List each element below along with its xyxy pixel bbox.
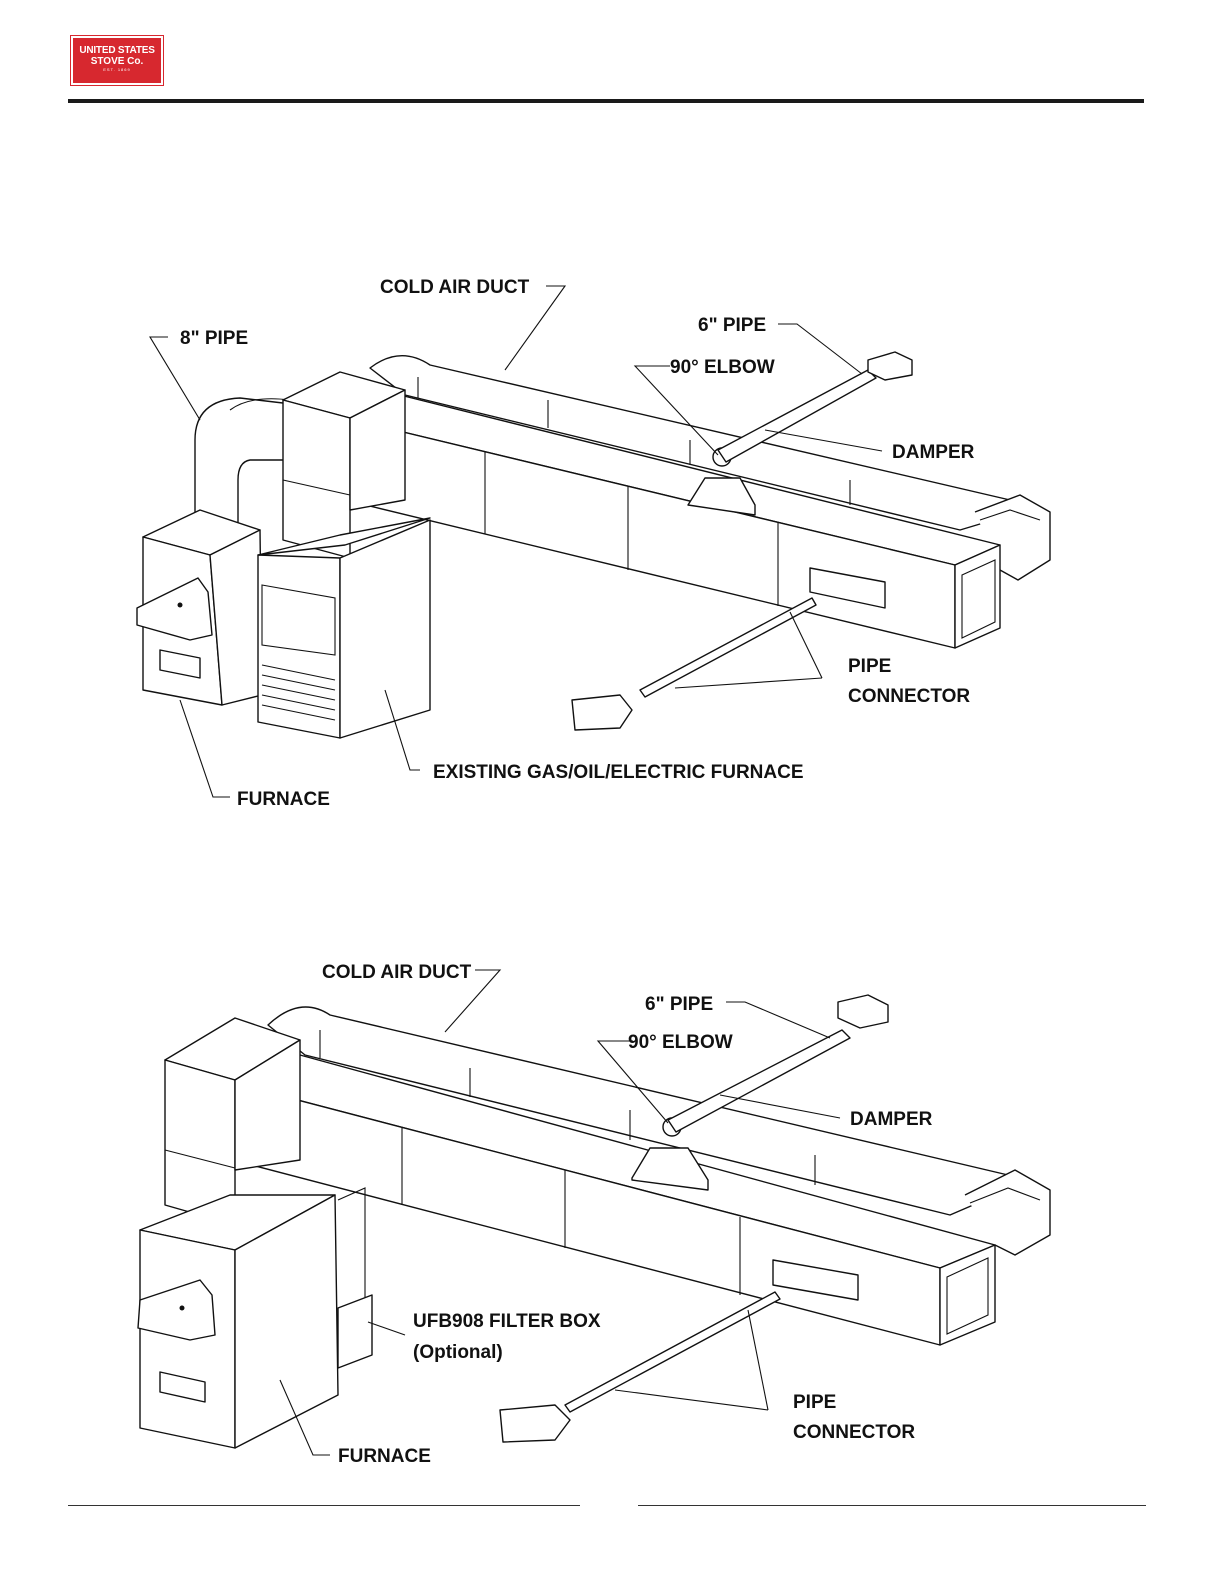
label-eight-inch-pipe: 8" PIPE bbox=[180, 328, 248, 349]
footer-rule-right bbox=[638, 1505, 1146, 1506]
label-furnace-1: FURNACE bbox=[237, 789, 330, 810]
label-damper-2: DAMPER bbox=[850, 1109, 933, 1130]
label-cold-air-duct-1: COLD AIR DUCT bbox=[380, 277, 530, 298]
plenum-2 bbox=[165, 1018, 300, 1225]
label-optional: (Optional) bbox=[413, 1342, 503, 1363]
label-elbow-1: 90° ELBOW bbox=[670, 357, 775, 378]
label-existing-furnace: EXISTING GAS/OIL/ELECTRIC FURNACE bbox=[433, 762, 804, 783]
label-six-inch-pipe-1: 6" PIPE bbox=[698, 315, 766, 336]
wood-furnace-1 bbox=[137, 510, 262, 705]
label-cold-air-duct-2: COLD AIR DUCT bbox=[322, 962, 472, 983]
bottom-branch-2 bbox=[500, 1260, 858, 1442]
label-elbow-2: 90° ELBOW bbox=[628, 1032, 733, 1053]
label-six-inch-pipe-2: 6" PIPE bbox=[645, 994, 713, 1015]
label-furnace-2: FURNACE bbox=[338, 1446, 431, 1467]
label-pipe-2: PIPE bbox=[793, 1392, 836, 1413]
label-damper-1: DAMPER bbox=[892, 442, 975, 463]
label-filter-box: UFB908 FILTER BOX bbox=[413, 1311, 601, 1332]
wood-furnace-2 bbox=[138, 1188, 365, 1448]
label-connector-1: CONNECTOR bbox=[848, 686, 970, 707]
label-connector-2: CONNECTOR bbox=[793, 1422, 915, 1443]
footer-rule-left bbox=[68, 1505, 580, 1506]
label-pipe-1: PIPE bbox=[848, 656, 891, 677]
filter-box bbox=[338, 1295, 372, 1368]
